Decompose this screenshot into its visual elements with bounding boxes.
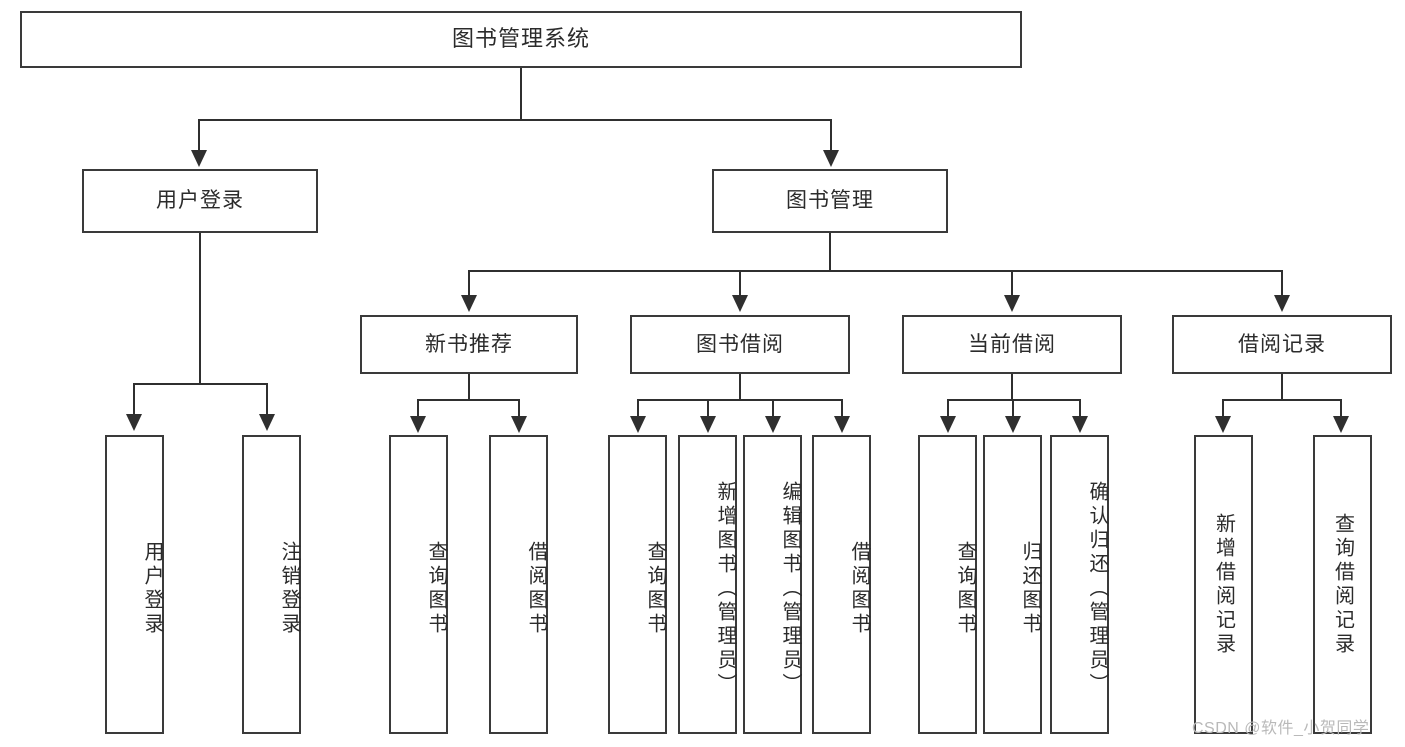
connector-new-book-drop-2 — [518, 399, 520, 418]
node-label: 图书管理系统 — [451, 26, 590, 52]
node-root-book-management-system[interactable]: 图书管理系统 — [20, 11, 1022, 68]
connector-book-borrow-stem — [739, 374, 741, 401]
node-user-login[interactable]: 用户登录 — [82, 169, 318, 233]
arrow-to-borrow-record — [1274, 295, 1290, 312]
arrow-to-leaf-logout — [259, 414, 275, 431]
connector-borrow-record-drop-2 — [1340, 399, 1342, 418]
leaf-query-borrow-record[interactable]: 查询借阅记录 — [1313, 435, 1372, 734]
node-label: 新增图书（管理员） — [714, 480, 736, 697]
connector-book-borrow-drop-4 — [841, 399, 843, 418]
node-label: 用户登录 — [156, 189, 244, 213]
node-label: 借阅图书 — [848, 540, 870, 637]
node-label: 新增借阅记录 — [1212, 512, 1235, 657]
arrow-to-leaf-add-borrow-record — [1215, 416, 1231, 433]
connector-new-book-drop-1 — [417, 399, 419, 418]
node-book-management[interactable]: 图书管理 — [712, 169, 948, 233]
node-label: 编辑图书（管理员） — [779, 480, 801, 697]
connector-user-login-stem — [199, 233, 201, 385]
arrow-to-leaf-confirm-return — [1072, 416, 1088, 433]
arrow-to-leaf-borrow-book-1 — [511, 416, 527, 433]
connector-new-book-stem — [468, 374, 470, 401]
node-label: 图书借阅 — [696, 332, 784, 356]
connector-level1-bar — [198, 119, 832, 121]
connector-current-borrow-drop-2 — [1012, 399, 1014, 418]
connector-current-borrow-drop-1 — [947, 399, 949, 418]
connector-book-borrow-drop-3 — [772, 399, 774, 418]
leaf-edit-book-admin[interactable]: 编辑图书（管理员） — [743, 435, 802, 734]
arrow-to-current-borrow — [1004, 295, 1020, 312]
connector-level2-drop-3 — [1011, 270, 1013, 297]
node-label: 当前借阅 — [968, 332, 1056, 356]
connector-new-book-bar — [417, 399, 520, 401]
arrow-to-new-book-recommend — [461, 295, 477, 312]
node-current-borrow[interactable]: 当前借阅 — [902, 315, 1122, 374]
connector-level2-drop-4 — [1281, 270, 1283, 297]
connector-root-stem — [520, 68, 522, 121]
node-borrow-record[interactable]: 借阅记录 — [1172, 315, 1392, 374]
watermark-text: CSDN @软件_小贺同学 — [1192, 720, 1370, 737]
arrow-to-book-borrow — [732, 295, 748, 312]
node-label: 归还图书 — [1019, 540, 1041, 637]
connector-current-borrow-bar — [947, 399, 1081, 401]
node-label: 查询图书 — [954, 540, 976, 637]
node-label: 查询借阅记录 — [1331, 512, 1354, 657]
leaf-add-book-admin[interactable]: 新增图书（管理员） — [678, 435, 737, 734]
connector-borrow-record-stem — [1281, 374, 1283, 401]
csdn-watermark: CSDN @软件_小贺同学 — [1192, 714, 1369, 738]
leaf-query-book-borrow[interactable]: 查询图书 — [608, 435, 667, 734]
leaf-logout[interactable]: 注销登录 — [242, 435, 301, 734]
node-label: 借阅记录 — [1238, 332, 1326, 356]
leaf-borrow-book-new-recommend[interactable]: 借阅图书 — [489, 435, 548, 734]
arrow-to-leaf-query-borrow-record — [1333, 416, 1349, 433]
leaf-borrow-book-borrow[interactable]: 借阅图书 — [812, 435, 871, 734]
connector-borrow-record-drop-1 — [1222, 399, 1224, 418]
arrow-to-book-management — [823, 150, 839, 167]
node-label: 注销登录 — [278, 540, 300, 637]
node-label: 查询图书 — [644, 540, 666, 637]
node-new-book-recommend[interactable]: 新书推荐 — [360, 315, 578, 374]
leaf-user-login[interactable]: 用户登录 — [105, 435, 164, 734]
connector-borrow-record-bar — [1222, 399, 1342, 401]
arrow-to-leaf-user-login — [126, 414, 142, 431]
node-label: 查询图书 — [425, 540, 447, 637]
node-book-borrow[interactable]: 图书借阅 — [630, 315, 850, 374]
node-label: 确认归还（管理员） — [1086, 480, 1108, 697]
leaf-add-borrow-record[interactable]: 新增借阅记录 — [1194, 435, 1253, 734]
connector-book-borrow-bar — [637, 399, 843, 401]
arrow-to-leaf-add-book — [700, 416, 716, 433]
arrow-to-leaf-query-book-1 — [410, 416, 426, 433]
connector-level2-bar — [468, 270, 1282, 272]
node-label: 用户登录 — [141, 540, 163, 637]
connector-level2-drop-2 — [739, 270, 741, 297]
leaf-query-book-current[interactable]: 查询图书 — [918, 435, 977, 734]
node-label: 新书推荐 — [425, 332, 513, 356]
arrow-to-leaf-edit-book — [765, 416, 781, 433]
arrow-to-leaf-query-book-3 — [940, 416, 956, 433]
connector-user-login-drop-1 — [133, 383, 135, 416]
arrow-to-leaf-query-book-2 — [630, 416, 646, 433]
leaf-query-book-new-recommend[interactable]: 查询图书 — [389, 435, 448, 734]
connector-level2-drop-1 — [468, 270, 470, 297]
connector-user-login-drop-2 — [266, 383, 268, 416]
connector-user-login-bar — [133, 383, 268, 385]
connector-current-borrow-drop-3 — [1079, 399, 1081, 418]
arrow-to-leaf-borrow-book-2 — [834, 416, 850, 433]
leaf-confirm-return-admin[interactable]: 确认归还（管理员） — [1050, 435, 1109, 734]
connector-book-borrow-drop-1 — [637, 399, 639, 418]
arrow-to-leaf-return-book — [1005, 416, 1021, 433]
connector-current-borrow-stem — [1011, 374, 1013, 401]
node-label: 借阅图书 — [525, 540, 547, 637]
connector-level1-drop-right — [830, 119, 832, 152]
connector-book-management-stem — [829, 233, 831, 272]
connector-level1-drop-left — [198, 119, 200, 152]
connector-book-borrow-drop-2 — [707, 399, 709, 418]
leaf-return-book[interactable]: 归还图书 — [983, 435, 1042, 734]
node-label: 图书管理 — [786, 189, 874, 213]
arrow-to-user-login — [191, 150, 207, 167]
